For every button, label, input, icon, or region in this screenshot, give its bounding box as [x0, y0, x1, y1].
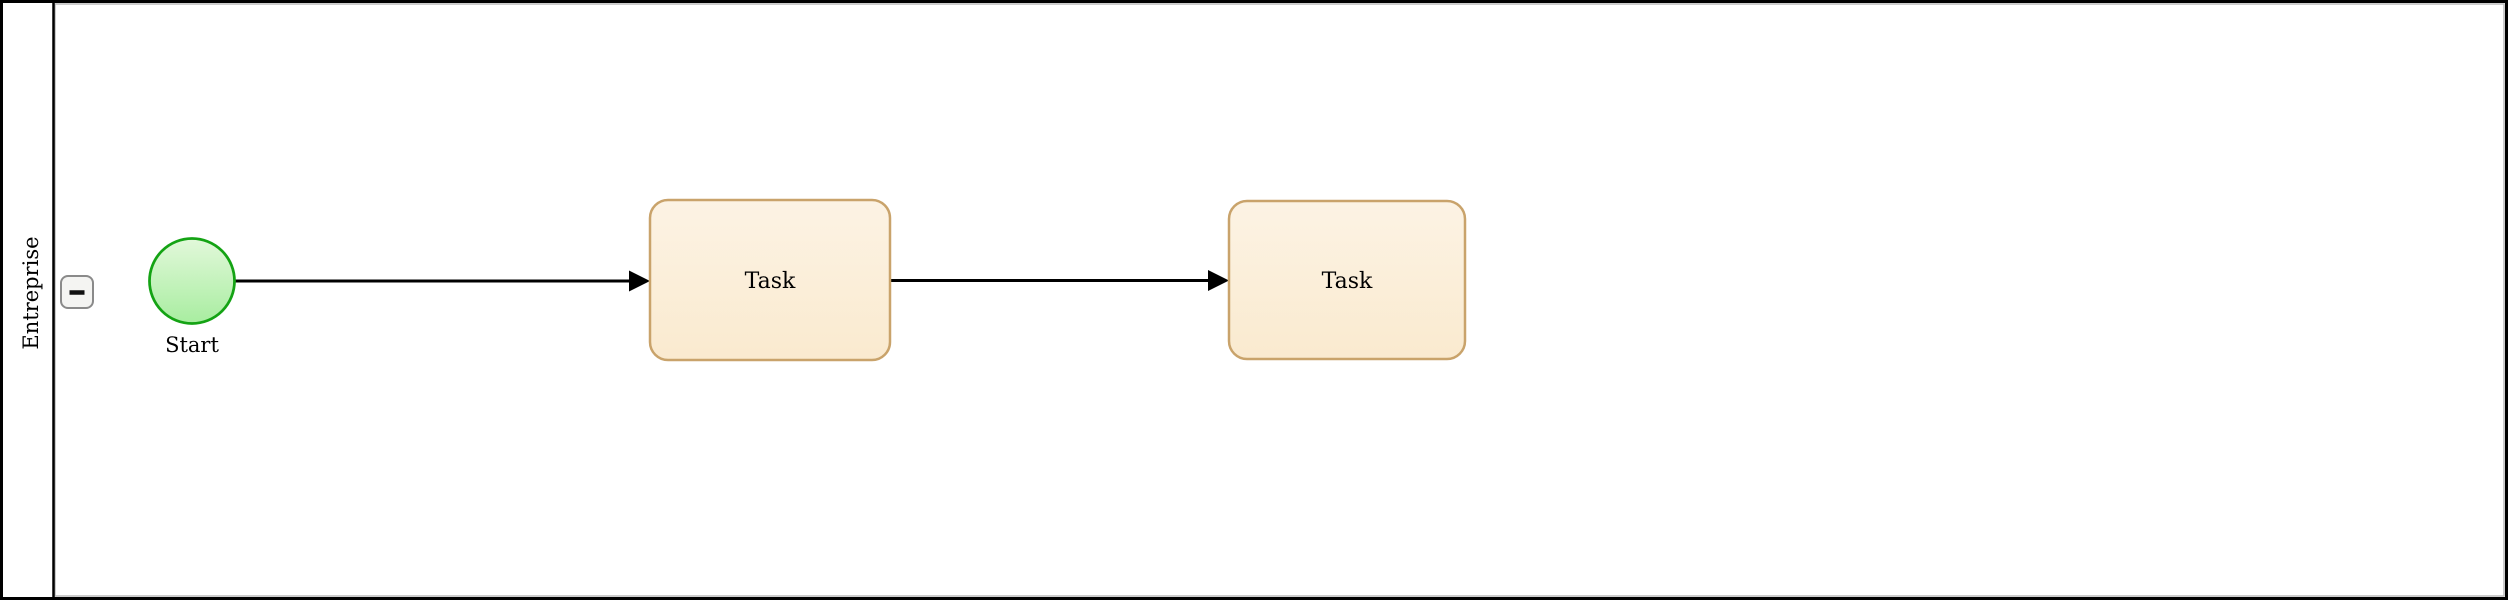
- task1-box[interactable]: [648, 198, 892, 362]
- start-event-circle[interactable]: [148, 237, 236, 325]
- start-event-node[interactable]: Start: [148, 237, 236, 358]
- pool-collapse-button[interactable]: [60, 275, 94, 309]
- arrowhead-icon: [629, 270, 650, 292]
- task2-node[interactable]: Task: [1227, 199, 1467, 361]
- sequence-flow-start-task1[interactable]: [234, 270, 651, 292]
- task1-label: Task: [745, 269, 796, 294]
- lane-label: Entreprise: [19, 236, 43, 349]
- start-event-label: Start: [165, 333, 219, 357]
- sequence-flow-task1-task2[interactable]: [891, 270, 1229, 291]
- task2-label: Task: [1322, 269, 1373, 294]
- lane-inner-border: [54, 3, 2505, 597]
- task2-box[interactable]: [1227, 199, 1467, 361]
- arrowhead-icon: [1208, 270, 1229, 291]
- task1-node[interactable]: Task: [648, 198, 892, 362]
